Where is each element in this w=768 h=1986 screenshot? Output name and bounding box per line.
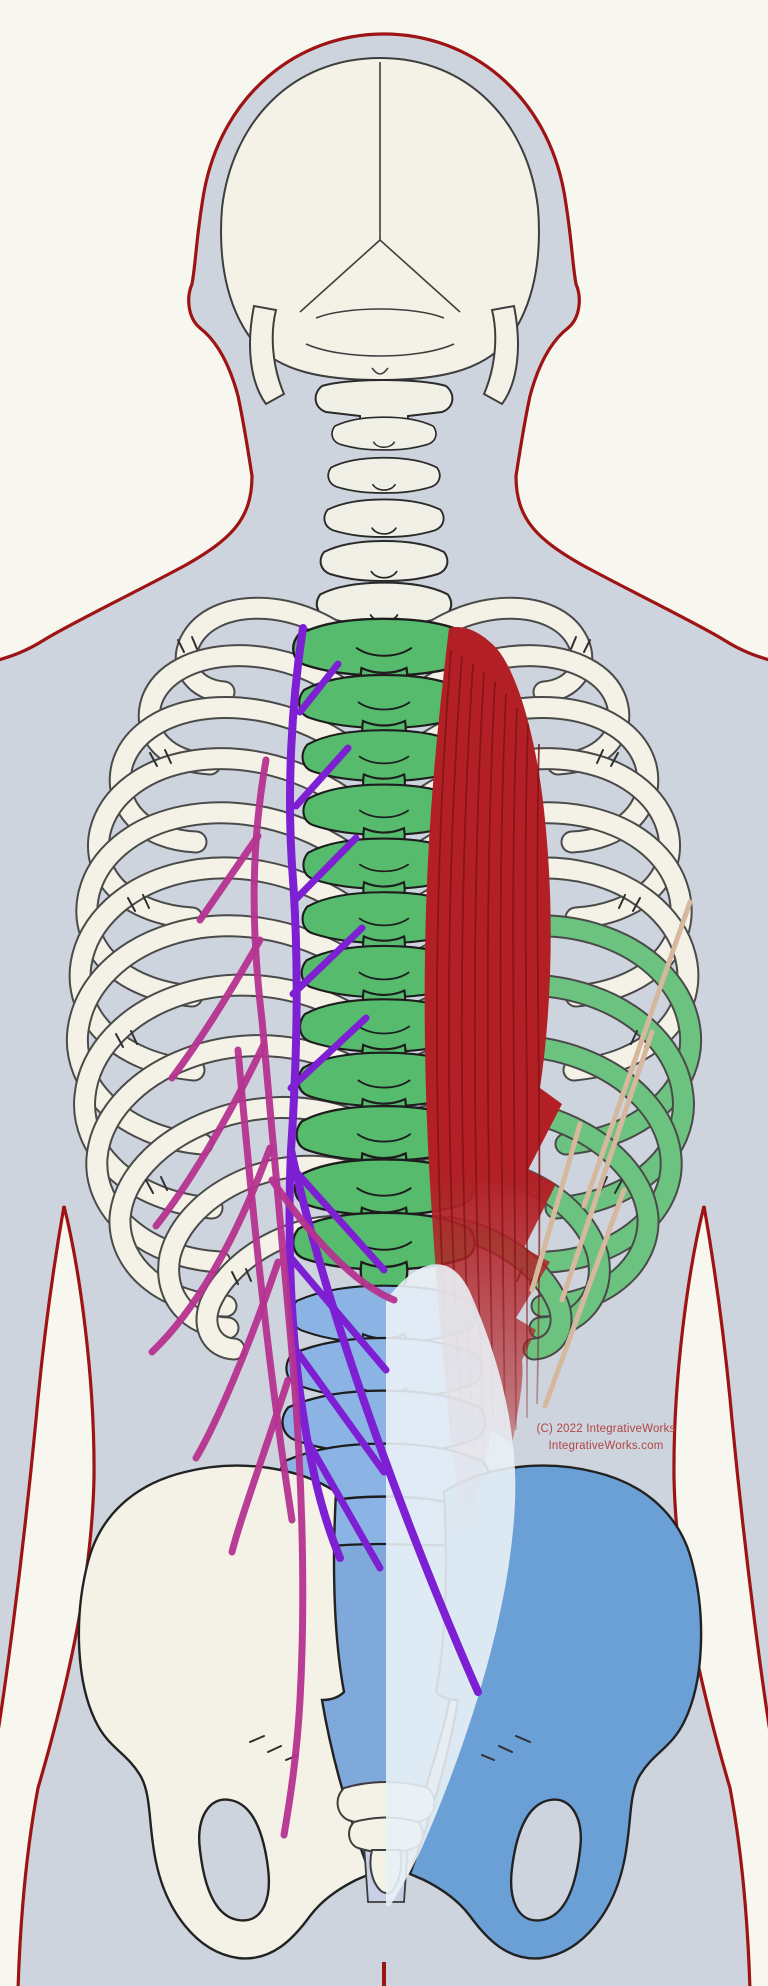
muscle-fibers <box>435 649 541 1456</box>
mastoid-left <box>249 304 286 406</box>
atlas-c1 <box>314 379 454 427</box>
cervical-spine <box>314 379 454 627</box>
tan-nerve-filaments <box>529 899 693 1409</box>
lambdoid-suture <box>299 238 461 313</box>
copyright-line1: (C) 2022 IntegrativeWorks <box>536 1423 675 1435</box>
mastoid-right <box>482 304 519 406</box>
copyright-line2: IntegrativeWorks.com <box>549 1440 664 1452</box>
copyright-text: (C) 2022 IntegrativeWorks IntegrativeWor… <box>536 1423 675 1452</box>
nuchal-lines <box>305 308 455 375</box>
aponeurosis-band <box>386 1264 516 1906</box>
skull <box>220 56 540 406</box>
magenta-spinal-nerve <box>148 756 398 1839</box>
